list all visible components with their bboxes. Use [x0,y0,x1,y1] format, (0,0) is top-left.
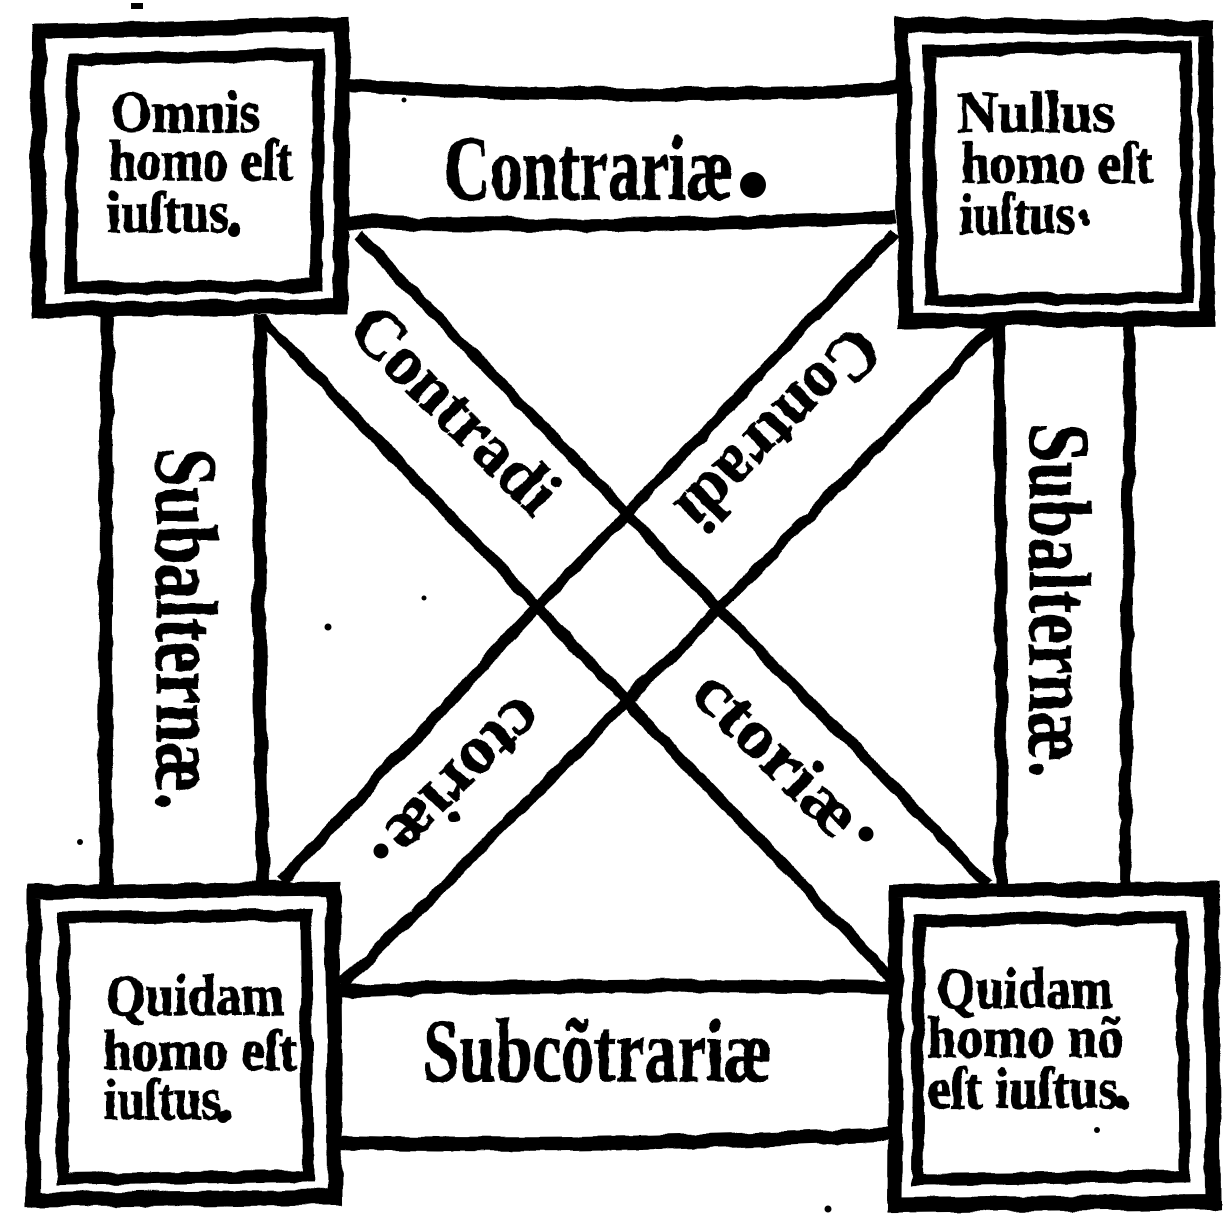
svg-text:iuſtus.: iuſtus. [103,1066,232,1131]
svg-text:Subalternæ.: Subalternæ. [136,447,233,809]
svg-text:homo eſt: homo eſt [960,130,1153,195]
svg-text:Quidam: Quidam [105,962,283,1027]
svg-text:homo eſt: homo eſt [108,127,293,192]
svg-text:Subalternæ.: Subalternæ. [1009,423,1106,777]
svg-text:Contrariæ: Contrariæ [443,116,732,218]
svg-text:iuſtus.: iuſtus. [106,179,241,244]
svg-text:homo eſt: homo eſt [102,1017,297,1082]
svg-text:Quidam: Quidam [936,955,1112,1020]
svg-text:Subcõtrariæ: Subcõtrariæ [422,1001,771,1100]
svg-text:eſt iuſtus.: eſt iuſtus. [927,1055,1130,1120]
svg-text:homo nõ: homo nõ [926,1004,1123,1069]
svg-text:Nullus: Nullus [956,79,1114,144]
svg-text:iuſtus·: iuſtus· [959,181,1090,246]
svg-text:Omnis: Omnis [110,79,259,144]
